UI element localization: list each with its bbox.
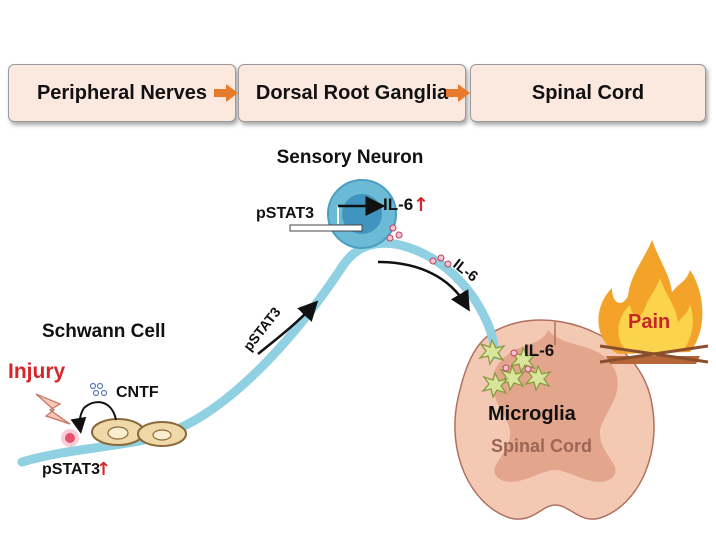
cntf-molecules [89,382,108,397]
il6-vesicles-axon [429,254,452,268]
stage-arrow-1 [214,84,238,102]
stage-label: Peripheral Nerves [36,81,208,104]
il6-vesicles-soma [386,224,403,242]
stage-spinal-cord: Spinal Cord [470,64,706,122]
stage-label: Dorsal Root Ganglia [255,81,449,104]
fire-icon [598,240,709,364]
microglia-label: Microglia [488,403,577,425]
up-arrow-icon: ↑ [413,194,429,216]
schwann-cell-2 [137,421,187,447]
pstat3-transport-arrow [257,300,319,355]
il6-transport-arrow [377,260,470,312]
cntf-arrow [70,401,117,434]
stage-label: Spinal Cord [531,81,645,104]
sensory-neuron-label: Sensory Neuron [277,147,424,168]
stage-dorsal-root-ganglia: Dorsal Root Ganglia [238,64,466,122]
injury-label: Injury [8,360,65,383]
injury-site-icon [65,433,75,443]
schwann-cell-label: Schwann Cell [42,321,166,342]
lightning-icon [35,393,71,425]
cntf-label: CNTF [116,384,159,401]
pain-label: Pain [628,311,670,333]
il6-spinal-label: IL-6 [524,341,554,360]
schwann-cell-1 [91,418,145,446]
stage-arrow-2 [446,84,470,102]
pstat3-schwann-label: pSTAT3 [42,461,100,478]
pstat3-nucleus-label: pSTAT3 [256,205,314,222]
stage-peripheral-nerves: Peripheral Nerves [8,64,236,122]
il6-vesicles-spinal [502,349,532,373]
up-arrow-icon: ↑ [96,459,111,480]
spinal-cord-label: Spinal Cord [491,436,592,456]
dna-strand [289,224,363,232]
il6-nucleus-label: IL-6 [383,195,413,214]
